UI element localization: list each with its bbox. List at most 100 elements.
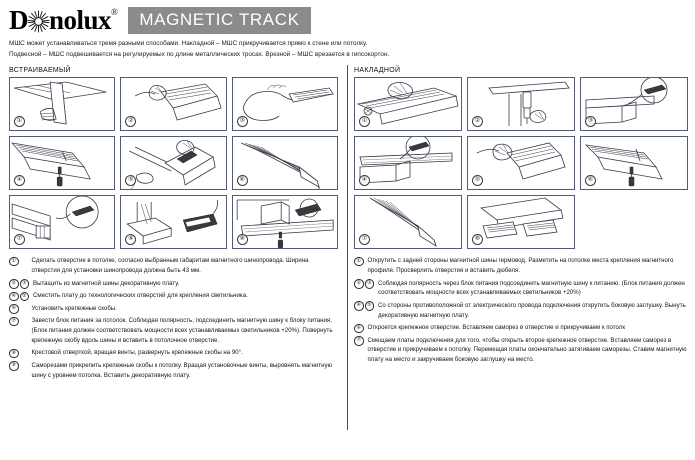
step-markers: ④ ⑤ [354, 301, 374, 311]
panel-end-caps-and-plate: ⑧ [467, 195, 575, 250]
panel-mount-to-ceiling: ④ [354, 136, 462, 191]
panel-number: ⑧ [125, 234, 137, 246]
step-number: ④ [354, 301, 364, 311]
panel-pull-decorative-plate: ② [120, 77, 227, 132]
section-title-surface: НАКЛАДНОЙ [354, 67, 401, 75]
step-markers: ⑥ [354, 323, 364, 334]
recessed-steps-list: ① Сделать отверстие в потолке, согласно … [9, 256, 338, 380]
column-divider [347, 65, 348, 431]
panel-number: ① [14, 116, 25, 128]
panel-number: ① [359, 116, 370, 128]
step-number: ⑥ [9, 304, 19, 314]
step-text: Соблюдая полярность через блок питания п… [378, 279, 685, 297]
panel-rotate-brackets-90: ⑧ [120, 195, 227, 250]
panel-number: ⑦ [359, 234, 370, 246]
panel-number: ② [125, 116, 137, 128]
step-item: ⑨ Саморезами прикрепить крепежные скобы … [9, 361, 338, 381]
panel-screwdriver-fix: ⑥ [580, 136, 688, 191]
step-item: ⑧ Крестовой отверткой, вращая винты, раз… [9, 348, 338, 359]
step-item: ② ③ Вытащить из магнитной шины декоратив… [9, 279, 338, 289]
panel-number: ⑤ [472, 175, 483, 187]
step-item: ① Открутить с задней стороны магнитной ш… [354, 256, 688, 276]
sunburst-icon [27, 10, 50, 33]
content-body: ① ② [0, 65, 695, 437]
step-number: ③ [19, 279, 29, 289]
surface-panel-grid: ① ② [354, 77, 688, 250]
panel-number: ⑧ [472, 234, 483, 246]
step-markers: ④ ⑤ [9, 291, 29, 302]
intro-paragraph: МШС может устанавливаться тремя разными … [0, 32, 695, 60]
step-number: ② [354, 279, 364, 289]
step-markers: ① [9, 256, 19, 267]
step-number: ① [354, 256, 364, 267]
step-markers: ⑥ [9, 304, 19, 314]
panel-screwdriver-shift-plate: ④ [9, 136, 116, 191]
step-number: ③ [364, 279, 374, 289]
step-markers: ⑨ [9, 361, 19, 371]
step-number: ⑨ [9, 361, 19, 371]
step-number: ① [9, 256, 19, 267]
step-text: Смещаем платы подключения для того, чтоб… [367, 336, 687, 364]
step-text: Установить крепежные скобы. [31, 304, 117, 312]
step-number: ⑤ [364, 301, 374, 311]
brand-letter-d: D [9, 5, 29, 35]
step-markers: ⑧ [9, 348, 19, 359]
panel-number: ③ [236, 116, 248, 128]
intro-line-2: Подвесной – МШС подвешивается на регулир… [9, 51, 390, 59]
step-item: ② ③ Соблюдая полярность через блок питан… [354, 279, 688, 299]
step-text: Откроется крепежное отверстие. Вставляем… [367, 324, 626, 332]
panel-number: ⑨ [236, 234, 248, 246]
section-title-recessed: ВСТРАИВАЕМЫЙ [9, 67, 71, 75]
step-item: ⑥ Откроется крепежное отверстие. Вставля… [354, 323, 688, 334]
step-item: ④ ⑤ Со стороны противоположной от электр… [354, 301, 688, 321]
step-number: ⑦ [354, 336, 364, 346]
panel-insert-wire-into-profile: ⑤ [467, 136, 575, 191]
step-number: ② [9, 279, 19, 289]
step-item: ⑦ Смещаем платы подключения для того, чт… [354, 336, 688, 366]
panel-ceiling-hole-cut: ① [9, 77, 116, 132]
step-number: ⑦ [9, 316, 19, 327]
panel-number: ④ [359, 175, 370, 187]
surface-column: ① ② [347, 77, 688, 437]
step-number: ⑤ [19, 291, 29, 302]
panel-unscrew-gland: ① [354, 77, 462, 132]
page-header: D nolux ® MAGNETIC TRACK [0, 0, 695, 35]
panel-assembled-profile: ⑦ [354, 195, 462, 250]
registered-mark: ® [111, 7, 118, 17]
panel-number: ⑤ [125, 175, 137, 187]
panel-number: ② [472, 116, 483, 128]
panel-profile-with-brackets: ⑥ [231, 136, 338, 191]
panel-mounting-bracket-install: ⑤ [120, 136, 227, 191]
step-markers: ② ③ [9, 279, 29, 289]
step-text: Крестовой отверткой, вращая винты, разве… [31, 349, 243, 357]
step-text: Со стороны противоположной от электричес… [378, 301, 686, 319]
step-item: ① Сделать отверстие в потолке, согласно … [9, 256, 338, 276]
panel-placeholder [580, 195, 688, 248]
recessed-column: ① ② [9, 77, 347, 437]
intro-line-1: МШС может устанавливаться тремя разными … [9, 40, 368, 47]
step-markers: ② ③ [354, 279, 374, 289]
panel-connect-power-detail: ③ [580, 77, 688, 132]
step-item: ⑦ Завести блок питания за потолок. Соблю… [9, 316, 338, 346]
panel-number: ⑦ [14, 234, 25, 246]
step-number: ④ [9, 291, 19, 302]
magnetic-track-banner: MAGNETIC TRACK [128, 7, 311, 34]
step-item: ④ ⑤ Сместить плату до технологических от… [9, 291, 338, 302]
section-headers: ВСТРАИВАЕМЫЙ НАКЛАДНОЙ [0, 60, 695, 77]
step-markers: ① [354, 256, 364, 267]
panel-hand-removing-plate: ③ [231, 77, 338, 132]
recessed-panel-grid: ① ② [9, 77, 338, 250]
panel-number: ⑥ [585, 175, 596, 187]
brand-logo: D nolux ® [9, 5, 118, 35]
step-text: Сместить плату до технологических отверс… [33, 292, 248, 300]
panel-power-supply-connect: ⑦ [9, 195, 116, 250]
step-item: ⑥ Установить крепежные скобы. [9, 304, 338, 314]
step-markers: ⑦ [9, 316, 19, 327]
panel-screw-to-ceiling: ⑨ [231, 195, 338, 250]
step-number: ⑧ [9, 348, 19, 359]
step-text: Сделать отверстие в потолке, согласно вы… [31, 257, 309, 275]
panel-drill-ceiling: ② [467, 77, 575, 132]
panel-number: ③ [585, 116, 596, 128]
surface-steps-list: ① Открутить с задней стороны магнитной ш… [354, 256, 688, 365]
step-text: Завести блок питания за потолок. Соблюда… [31, 317, 333, 344]
